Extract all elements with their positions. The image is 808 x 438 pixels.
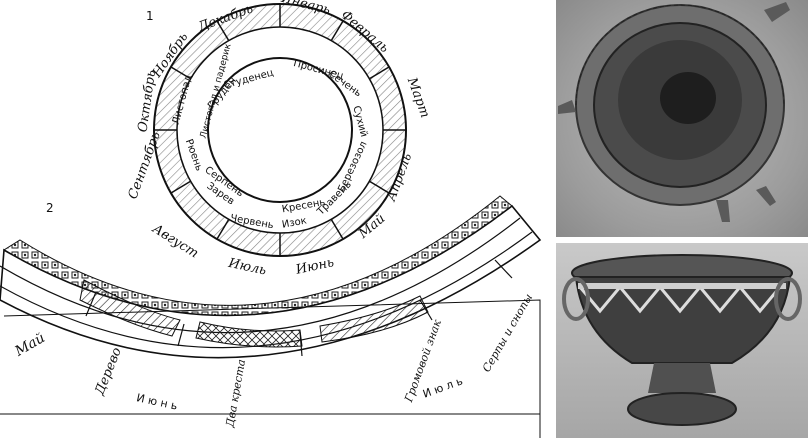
inner-label-sechen: Сечень (326, 69, 363, 100)
band-label-may: Май (11, 330, 47, 360)
month-label-august: Август (149, 221, 201, 261)
month-label-september: Сентябрь (126, 130, 164, 201)
month-label-june: Июнь (294, 255, 336, 278)
inner-label-ryuen: Рюень (183, 138, 205, 173)
band-label-iyul: И ю л ь (421, 374, 464, 400)
inner-label-sukhiy: Сухий (350, 105, 369, 139)
band-label-iyun: И ю н ь (135, 391, 178, 412)
band-label-derevo: Дерево (92, 345, 125, 398)
band-drawing (0, 195, 542, 438)
month-label-july: Июль (226, 256, 267, 279)
month-label-march: Март (404, 75, 433, 120)
inner-label-izok: Изок (281, 215, 307, 230)
bowl-photo (556, 0, 808, 237)
figure-number-2: 2 (46, 201, 54, 215)
cup-photo (556, 243, 808, 438)
band-label-dva-kresta: Два креста (223, 358, 248, 429)
figure-number-1: 1 (146, 9, 154, 23)
band-label-serpy-i-snopy: Серпы и снопы (480, 291, 535, 374)
ring-drawing (153, 3, 407, 257)
